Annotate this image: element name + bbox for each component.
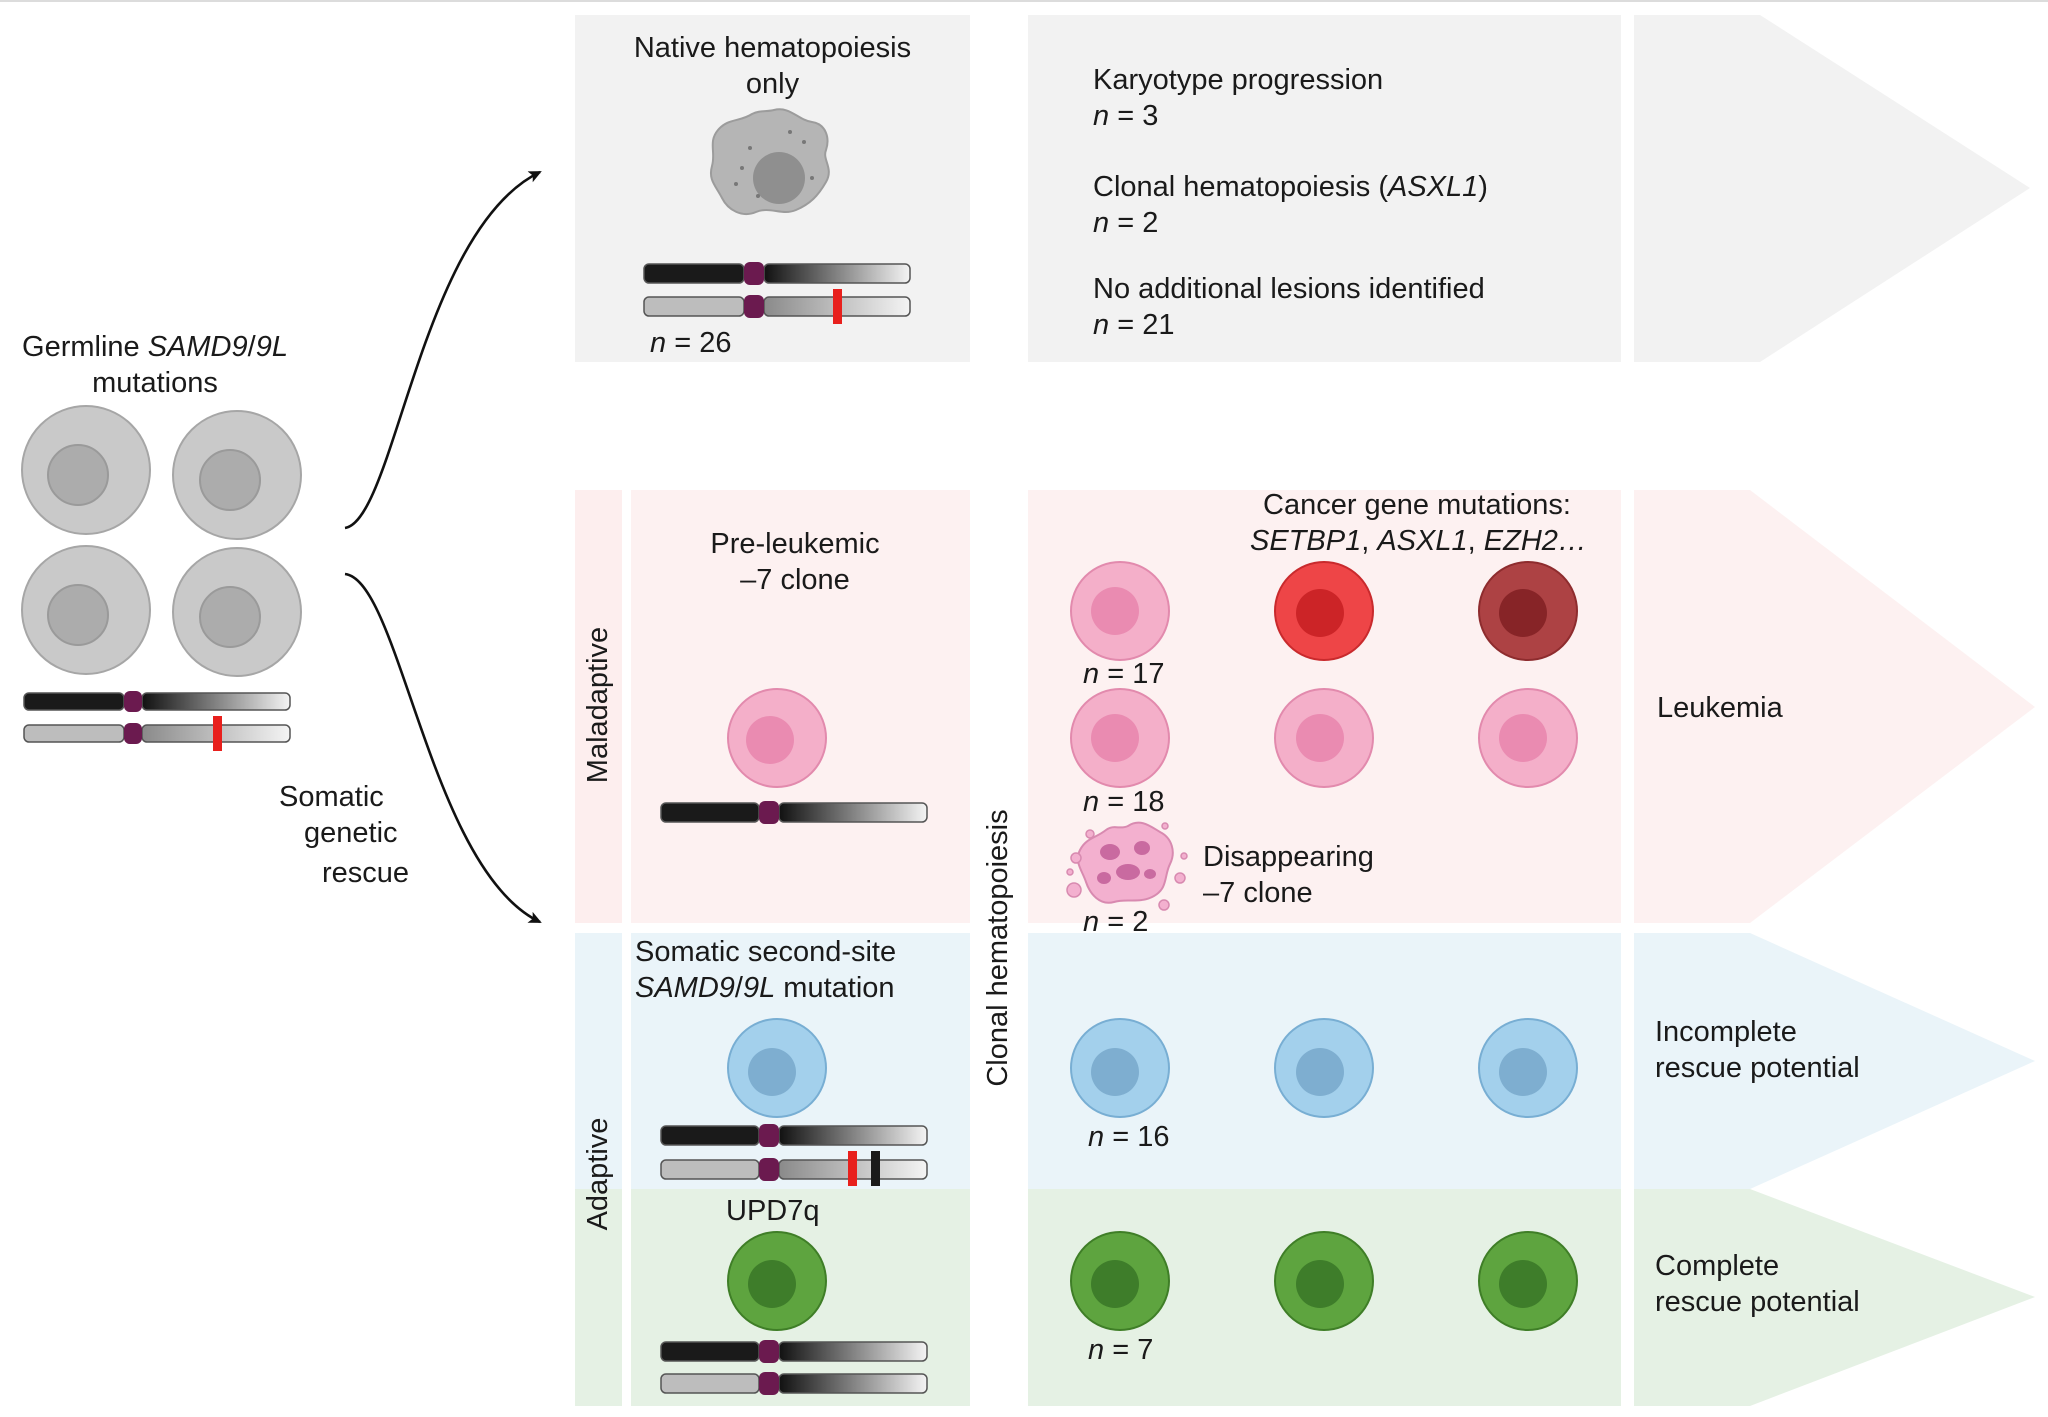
preleukemic-cell — [727, 688, 827, 788]
native-panels — [575, 15, 2030, 362]
outcome-clonal-asxl1: Clonal hematopoiesis (ASXL1) n = 2 — [1093, 171, 1488, 239]
upd-chromosome-pair — [660, 1340, 928, 1395]
germline-title: Germline SAMD9/9L mutations — [22, 331, 288, 399]
native-count: n = 26 — [650, 327, 732, 359]
cancer-genes-list: SETBP1, ASXL1, EZH2… — [1250, 525, 1587, 557]
rescue-label-3: rescue — [322, 857, 410, 889]
count-n16: n = 16 — [1088, 1121, 1170, 1153]
adaptive-label: Adaptive — [582, 1117, 614, 1231]
arrow-to-rescue — [344, 572, 542, 924]
mutation-mark — [848, 1151, 857, 1186]
germline-chromosome-pair — [23, 691, 291, 751]
count-n18: n = 18 — [1083, 786, 1165, 818]
second-site-chromosome-pair — [660, 1124, 928, 1186]
leukemia-arrow — [1634, 490, 2035, 923]
clone-cell-pink — [1070, 688, 1170, 788]
preleukemic-title: Pre-leukemic–7 clone — [710, 528, 880, 596]
germline-cell — [172, 410, 302, 540]
clone-cell-green — [1274, 1231, 1374, 1331]
arrow-to-native — [344, 170, 542, 530]
incomplete-arrow — [1634, 933, 2035, 1189]
adaptive-side-strip-green — [575, 1189, 622, 1406]
germline-cells — [21, 405, 302, 677]
upd-label: UPD7q — [726, 1195, 820, 1227]
mutation-mark — [213, 716, 222, 751]
native-outcome-arrow — [1634, 15, 2030, 362]
germline-cell — [172, 547, 302, 677]
disappearing-label: Disappearing–7 clone — [1203, 841, 1374, 909]
clone-cell-green — [1478, 1231, 1578, 1331]
preleukemic-chromosome — [660, 801, 928, 824]
clone-cell-pink — [1070, 561, 1170, 661]
germline-cell — [21, 545, 151, 675]
native-cell — [710, 108, 830, 216]
count-n17: n = 17 — [1083, 658, 1165, 690]
disappearing-cell — [1066, 821, 1188, 911]
upd-cell — [727, 1231, 827, 1331]
count-n7: n = 7 — [1088, 1334, 1154, 1366]
clone-cell-red — [1274, 561, 1374, 661]
second-site-mark — [871, 1151, 880, 1186]
maladaptive-label: Maladaptive — [582, 626, 614, 784]
complete-arrow — [1634, 1189, 2035, 1406]
mutation-mark — [833, 289, 842, 324]
outcome-leukemia: Leukemia — [1657, 692, 1783, 724]
outcome-karyotype: Karyotype progression n = 3 — [1093, 64, 1384, 132]
native-chromosome-pair — [643, 262, 911, 324]
count-n2: n = 2 — [1083, 906, 1149, 938]
adaptive-side-strip-blue — [575, 933, 622, 1189]
clone-cell-blue — [1274, 1018, 1374, 1118]
clone-cell-blue — [1070, 1018, 1170, 1118]
maladaptive-side-strip — [575, 490, 622, 923]
rescue-label-2: genetic — [304, 817, 398, 849]
germline-cell — [21, 405, 151, 535]
second-site-title: Somatic second-site SAMD9/9L mutation — [635, 936, 897, 1004]
native-outcome-panel — [1028, 15, 1621, 362]
rescue-label-1: Somatic — [279, 781, 384, 813]
outcome-no-lesions: No additional lesions identified n = 21 — [1093, 273, 1485, 341]
clone-cell-pink — [1274, 688, 1374, 788]
clone-cell-dark-red — [1478, 561, 1578, 661]
clone-cell-blue — [1478, 1018, 1578, 1118]
clonal-hematopoiesis-label: Clonal hematopoiesis — [982, 809, 1014, 1087]
clone-cell-pink — [1478, 688, 1578, 788]
clone-cell-green — [1070, 1231, 1170, 1331]
second-site-cell — [727, 1018, 827, 1118]
cancer-genes-title: Cancer gene mutations: — [1263, 489, 1571, 521]
